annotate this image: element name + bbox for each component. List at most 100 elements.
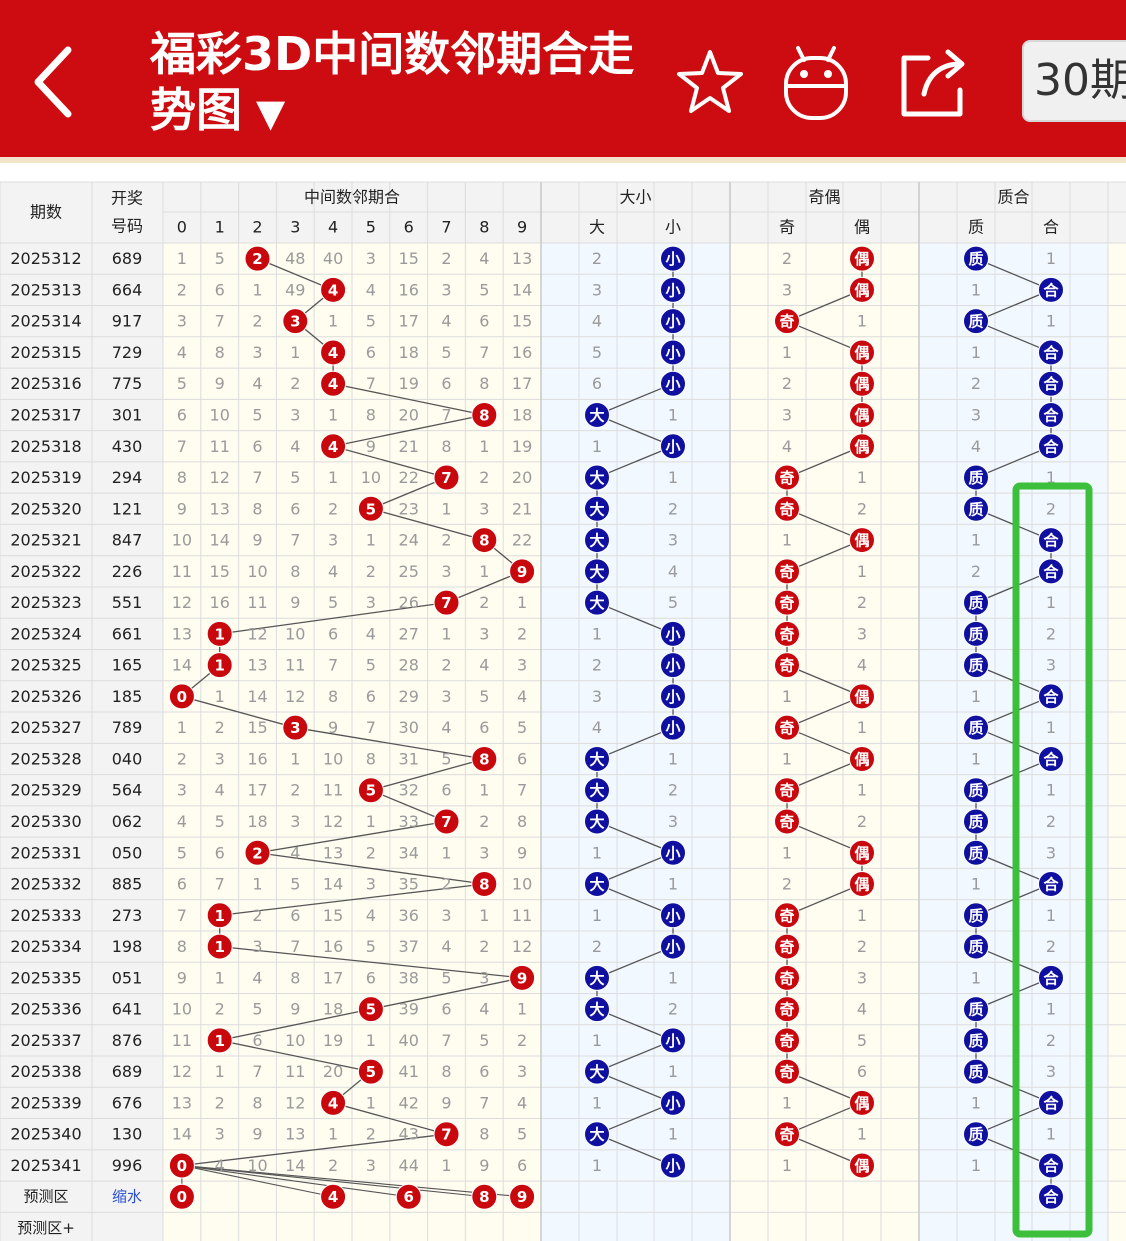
middle-omission-value: 13 bbox=[323, 843, 343, 862]
middle-omission-value: 9 bbox=[441, 1093, 451, 1112]
android-robot-icon[interactable] bbox=[780, 42, 852, 122]
digit-column-header: 6 bbox=[404, 218, 414, 237]
parity-ball: 奇 bbox=[774, 495, 800, 522]
parity-ball-label: 奇 bbox=[779, 1001, 794, 1019]
middle-omission-value: 1 bbox=[517, 593, 527, 612]
issue-number: 2025340 bbox=[10, 1125, 81, 1144]
prime-ball-circle bbox=[963, 1121, 989, 1148]
parity-ball: 偶 bbox=[849, 339, 875, 366]
parity-ball-label: 偶 bbox=[854, 876, 869, 894]
middle-omission-value: 18 bbox=[512, 405, 532, 424]
forecast-digit-ball-circle bbox=[471, 1183, 498, 1210]
prime-ball-label: 合 bbox=[1042, 750, 1059, 768]
middle-omission-value: 7 bbox=[215, 875, 225, 894]
middle-omission-value: 2 bbox=[215, 1093, 225, 1112]
app-header: 福彩3D中间数邻期合走势图▼ 30期 bbox=[0, 0, 1126, 157]
middle-omission-value: 9 bbox=[366, 437, 376, 456]
middle-omission-value: 4 bbox=[366, 906, 376, 925]
parity-ball-circle bbox=[774, 589, 800, 616]
middle-digit-ball-label: 2 bbox=[252, 844, 262, 862]
period-select-button[interactable]: 30期 bbox=[1022, 40, 1126, 122]
draw-number: 564 bbox=[112, 781, 143, 800]
middle-digit-ball-label: 8 bbox=[479, 876, 489, 894]
issue-number: 2025337 bbox=[10, 1031, 81, 1050]
parity-omission-value: 4 bbox=[782, 437, 792, 456]
middle-digit-ball-label: 5 bbox=[366, 782, 376, 800]
forecast-label: 预测区 bbox=[23, 1188, 68, 1206]
middle-omission-value: 4 bbox=[328, 562, 338, 581]
middle-omission-value: 32 bbox=[399, 781, 419, 800]
prime-ball-circle bbox=[963, 308, 989, 335]
left-columns-background bbox=[0, 182, 163, 1241]
middle-omission-value: 6 bbox=[290, 499, 300, 518]
prime-omission-value: 1 bbox=[971, 343, 981, 362]
parity-ball: 偶 bbox=[849, 839, 875, 866]
parity-ball-circle bbox=[774, 777, 800, 804]
prime-ball-label: 质 bbox=[968, 250, 983, 268]
middle-omission-value: 1 bbox=[441, 624, 451, 643]
page-title[interactable]: 福彩3D中间数邻期合走势图▼ bbox=[150, 26, 650, 141]
prime-omission-value: 3 bbox=[1046, 1062, 1056, 1081]
middle-omission-value: 5 bbox=[441, 343, 451, 362]
middle-omission-value: 3 bbox=[441, 906, 451, 925]
prime-ball-label: 合 bbox=[1042, 438, 1059, 456]
size-ball: 大 bbox=[584, 996, 610, 1023]
middle-omission-value: 8 bbox=[441, 437, 451, 456]
share-icon[interactable] bbox=[894, 44, 970, 120]
forecast-digit-ball-circle bbox=[320, 1183, 347, 1210]
middle-omission-value: 4 bbox=[252, 374, 262, 393]
draw-number: 430 bbox=[112, 437, 143, 456]
middle-digit-ball-label: 4 bbox=[328, 375, 338, 393]
middle-digit-ball: 9 bbox=[509, 964, 536, 991]
digit-column-header: 2 bbox=[252, 218, 262, 237]
size-omission-value: 2 bbox=[668, 499, 678, 518]
middle-omission-value: 29 bbox=[399, 687, 419, 706]
middle-omission-value: 6 bbox=[290, 906, 300, 925]
parity-ball-circle bbox=[774, 902, 800, 929]
parity-ball-label: 偶 bbox=[854, 532, 869, 550]
size-ball-circle bbox=[660, 245, 686, 272]
middle-omission-value: 38 bbox=[399, 968, 419, 987]
parity-ball: 奇 bbox=[774, 558, 800, 585]
middle-omission-value: 3 bbox=[517, 1062, 527, 1081]
shrink-link[interactable]: 缩水 bbox=[112, 1188, 142, 1206]
middle-omission-value: 19 bbox=[512, 437, 532, 456]
prime-ball: 合 bbox=[1038, 964, 1064, 991]
middle-omission-value: 5 bbox=[517, 718, 527, 737]
middle-omission-value: 10 bbox=[285, 1031, 305, 1050]
middle-digit-ball-circle bbox=[509, 964, 536, 991]
middle-digit-ball-label: 4 bbox=[328, 344, 338, 362]
prime-omission-value: 1 bbox=[1046, 1000, 1056, 1019]
draw-number: 198 bbox=[112, 937, 143, 956]
middle-omission-value: 5 bbox=[177, 843, 187, 862]
star-icon[interactable] bbox=[676, 48, 744, 116]
extra-zone-background bbox=[1108, 243, 1126, 1241]
middle-omission-value: 3 bbox=[441, 687, 451, 706]
middle-omission-value: 6 bbox=[366, 343, 376, 362]
middle-digit-ball: 7 bbox=[433, 589, 460, 616]
middle-digit-ball-circle bbox=[433, 589, 460, 616]
forecast-digit-ball: 4 bbox=[320, 1183, 347, 1210]
size-ball-label: 大 bbox=[589, 876, 604, 894]
middle-omission-value: 12 bbox=[285, 687, 305, 706]
middle-omission-value: 12 bbox=[247, 624, 267, 643]
prime-ball: 合 bbox=[1038, 401, 1064, 428]
middle-omission-value: 17 bbox=[323, 968, 343, 987]
parity-omission-value: 2 bbox=[857, 593, 867, 612]
parity-ball-label: 偶 bbox=[854, 281, 869, 299]
forecast-digit-ball: 8 bbox=[471, 1183, 498, 1210]
middle-omission-value: 2 bbox=[479, 468, 489, 487]
prime-ball-circle bbox=[1038, 370, 1064, 397]
prime-ball-label: 质 bbox=[968, 782, 983, 800]
size-ball: 小 bbox=[660, 370, 686, 397]
dropdown-arrow-icon[interactable]: ▼ bbox=[256, 91, 286, 135]
middle-omission-value: 7 bbox=[517, 781, 527, 800]
middle-omission-value: 7 bbox=[328, 656, 338, 675]
middle-digit-ball-label: 0 bbox=[177, 1157, 187, 1175]
prime-ball-label: 合 bbox=[1042, 1157, 1059, 1175]
back-chevron-icon[interactable] bbox=[30, 44, 74, 120]
parity-omission-value: 1 bbox=[782, 1156, 792, 1175]
draw-number: 676 bbox=[112, 1093, 143, 1112]
prime-ball-circle bbox=[1038, 683, 1064, 710]
draw-number: 294 bbox=[112, 468, 143, 487]
